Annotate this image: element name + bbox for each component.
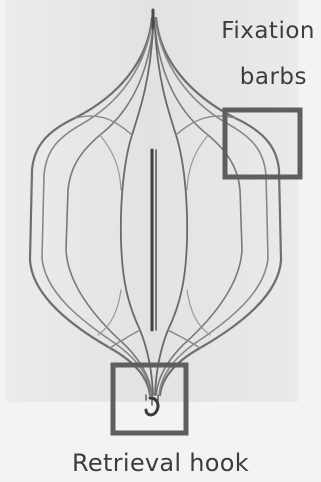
retrieval-hook-label: Retrieval hook bbox=[0, 451, 321, 475]
fixation-barbs-label-line2: barbs bbox=[240, 66, 307, 89]
fixation-barbs-label-line1: Fixation bbox=[221, 20, 315, 43]
